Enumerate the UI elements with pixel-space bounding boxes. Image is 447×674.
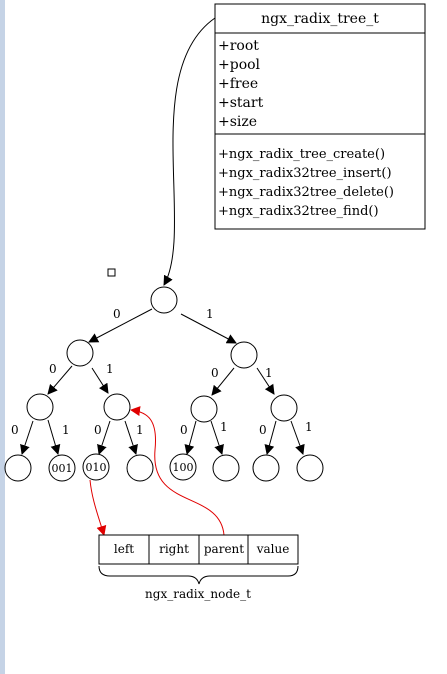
node-rr xyxy=(270,394,298,422)
left-pointer-arrow xyxy=(89,479,107,536)
radix-tree-class-box: ngx_radix_tree_t +root +pool +free +star… xyxy=(214,3,426,230)
method-find: +ngx_radix32tree_find() xyxy=(218,204,379,219)
edge-l1-right xyxy=(91,367,109,394)
field-pool: +pool xyxy=(218,57,261,73)
leaf-011 xyxy=(126,454,154,482)
cell-left: left xyxy=(114,542,134,556)
edge-label-rl-right: 1 xyxy=(220,420,228,434)
edge-label-root-left: 0 xyxy=(113,307,121,321)
tree-edges xyxy=(20,308,305,455)
field-start: +start xyxy=(218,95,264,111)
leaf-label-001: 001 xyxy=(52,462,73,475)
brace-icon xyxy=(98,565,299,585)
node-lr xyxy=(103,393,131,421)
edge-root-left xyxy=(88,308,153,343)
window-edge xyxy=(0,0,5,674)
leaf-101 xyxy=(212,454,240,482)
edge-root-right xyxy=(180,313,237,344)
edge-rr-left xyxy=(264,420,277,455)
leaf-001 xyxy=(48,454,76,482)
field-root: +root xyxy=(218,38,259,54)
edge-rr-right xyxy=(290,420,305,455)
node-rl xyxy=(190,395,218,423)
edge-r1-left xyxy=(211,367,235,396)
node-root xyxy=(150,286,178,314)
method-delete: +ngx_radix32tree_delete() xyxy=(218,185,394,200)
edge-label-rr-right: 1 xyxy=(305,420,313,434)
cell-right: right xyxy=(159,542,189,556)
edge-label-ll-left: 0 xyxy=(11,423,19,437)
cell-parent: parent xyxy=(204,542,244,556)
parent-pointer-arrow xyxy=(130,406,225,536)
leaf-111 xyxy=(296,454,324,482)
edge-ll-left xyxy=(20,420,34,455)
leaf-000 xyxy=(4,454,32,482)
node-struct-caption: ngx_radix_node_t xyxy=(145,587,251,601)
edge-rl-right xyxy=(210,420,224,455)
leaf-100 xyxy=(169,453,197,481)
edge-l1-left xyxy=(47,365,73,395)
method-insert: +ngx_radix32tree_insert() xyxy=(218,166,392,181)
edge-label-lr-left: 0 xyxy=(94,423,102,437)
leaf-label-010: 010 xyxy=(86,461,107,474)
root-pointer-arrow xyxy=(163,17,216,286)
edge-label-ll-right: 1 xyxy=(62,423,70,437)
edge-label-r1-right: 1 xyxy=(265,366,273,380)
leaf-label-100: 100 xyxy=(173,461,194,474)
edge-rl-left xyxy=(184,420,197,455)
node-l1 xyxy=(66,339,94,367)
class-title: ngx_radix_tree_t xyxy=(261,11,379,27)
edge-lr-right xyxy=(124,420,138,455)
node-r1 xyxy=(230,341,258,369)
method-create: +ngx_radix_tree_create() xyxy=(218,147,385,162)
edge-label-rr-left: 0 xyxy=(259,423,267,437)
leaf-110 xyxy=(252,454,280,482)
cell-value: value xyxy=(256,542,290,556)
edge-ll-right xyxy=(47,419,61,455)
node-struct-table: left right parent value xyxy=(98,534,299,565)
leaf-010 xyxy=(82,453,110,481)
edge-r1-right xyxy=(256,367,275,395)
edge-lr-left xyxy=(97,420,111,455)
edge-label-root-right: 1 xyxy=(206,307,214,321)
field-size: +size xyxy=(218,114,257,130)
field-free: +free xyxy=(218,76,258,92)
edge-label-rl-left: 0 xyxy=(180,423,188,437)
edge-label-r1-left: 0 xyxy=(211,366,219,380)
selection-handle[interactable] xyxy=(107,268,116,277)
edge-label-l1-right: 1 xyxy=(106,362,114,376)
node-ll xyxy=(26,393,54,421)
edge-label-l1-left: 0 xyxy=(49,362,57,376)
edge-label-lr-right: 1 xyxy=(136,423,144,437)
